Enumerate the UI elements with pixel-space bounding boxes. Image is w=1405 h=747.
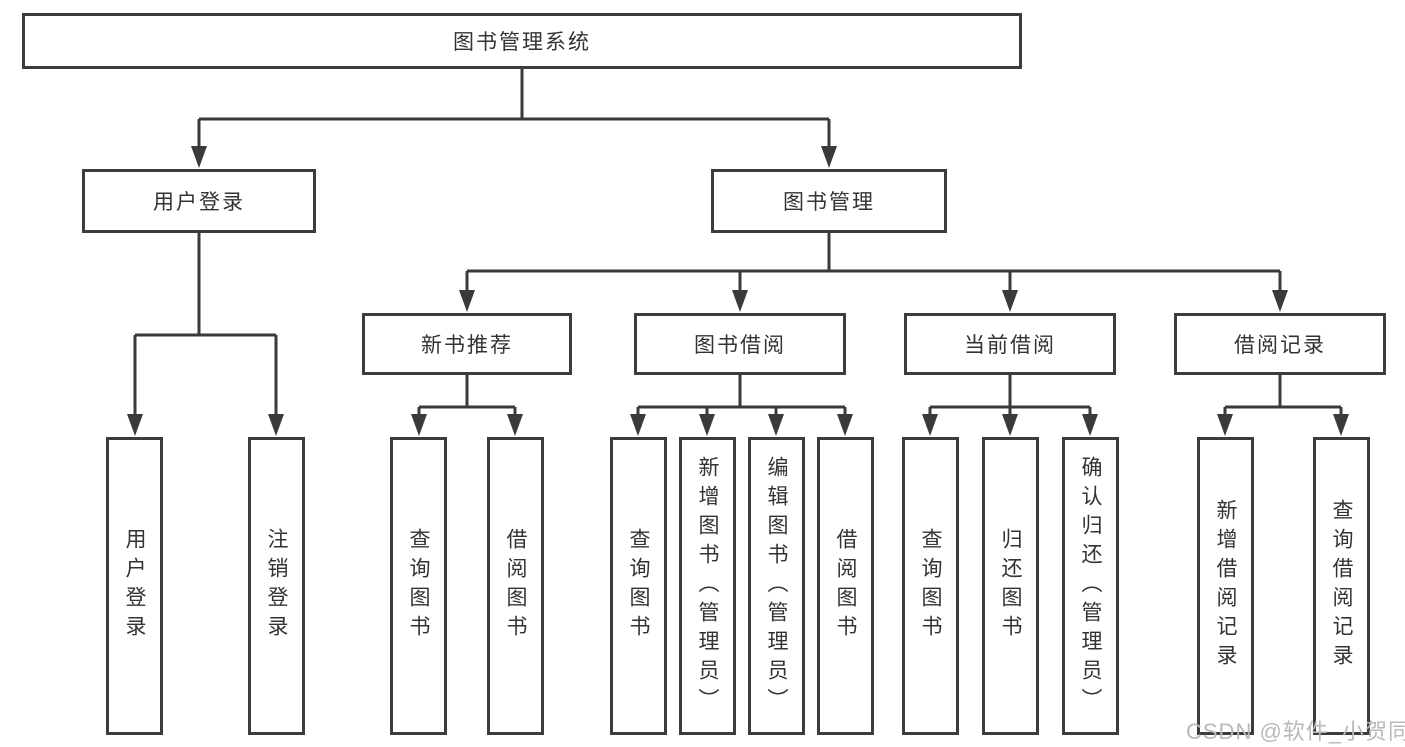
leaf-query-borrow-record-label: 查询借阅记录 (1330, 499, 1353, 673)
leaf-add-borrow-record: 新增借阅记录 (1197, 437, 1254, 735)
leaf-query-books-recommend-label: 查询图书 (407, 528, 430, 644)
leaf-edit-books-admin: 编辑图书（管理员） (748, 437, 805, 735)
leaf-borrow-books-recommend: 借阅图书 (487, 437, 544, 735)
node-root-system: 图书管理系统 (22, 13, 1022, 69)
node-new-book-recommend-label: 新书推荐 (421, 334, 513, 357)
leaf-add-books-admin-label: 新增图书（管理员） (696, 455, 719, 717)
node-book-management: 图书管理 (711, 169, 947, 233)
leaf-return-books: 归还图书 (982, 437, 1039, 735)
leaf-query-books-borrowing: 查询图书 (610, 437, 667, 735)
node-book-borrowing: 图书借阅 (634, 313, 846, 375)
csdn-watermark: CSDN @软件_小贺同学 (1186, 719, 1405, 744)
node-user-login-label: 用户登录 (153, 191, 245, 214)
node-current-borrowing: 当前借阅 (904, 313, 1116, 375)
leaf-confirm-return-admin-label: 确认归还（管理员） (1079, 455, 1102, 717)
node-book-management-label: 图书管理 (783, 191, 875, 214)
leaf-borrow-books-borrowing: 借阅图书 (817, 437, 874, 735)
leaf-borrow-books-recommend-label: 借阅图书 (504, 528, 527, 644)
leaf-return-books-label: 归还图书 (999, 528, 1022, 644)
node-user-login: 用户登录 (82, 169, 316, 233)
leaf-query-books-current-label: 查询图书 (919, 528, 942, 644)
node-borrow-records: 借阅记录 (1174, 313, 1386, 375)
leaf-query-borrow-record: 查询借阅记录 (1313, 437, 1370, 735)
leaf-query-books-recommend: 查询图书 (390, 437, 447, 735)
leaf-query-books-borrowing-label: 查询图书 (627, 528, 650, 644)
leaf-borrow-books-borrowing-label: 借阅图书 (834, 528, 857, 644)
leaf-edit-books-admin-label: 编辑图书（管理员） (765, 455, 788, 717)
node-new-book-recommend: 新书推荐 (362, 313, 572, 375)
node-borrow-records-label: 借阅记录 (1234, 334, 1326, 357)
leaf-query-books-current: 查询图书 (902, 437, 959, 735)
leaf-logout: 注销登录 (248, 437, 305, 735)
leaf-add-books-admin: 新增图书（管理员） (679, 437, 736, 735)
leaf-user-login-label: 用户登录 (123, 528, 146, 644)
leaf-confirm-return-admin: 确认归还（管理员） (1062, 437, 1119, 735)
leaf-add-borrow-record-label: 新增借阅记录 (1214, 499, 1237, 673)
node-current-borrowing-label: 当前借阅 (964, 334, 1056, 357)
leaf-logout-label: 注销登录 (265, 528, 288, 644)
node-book-borrowing-label: 图书借阅 (694, 334, 786, 357)
node-root-system-label: 图书管理系统 (453, 31, 591, 54)
leaf-user-login: 用户登录 (106, 437, 163, 735)
